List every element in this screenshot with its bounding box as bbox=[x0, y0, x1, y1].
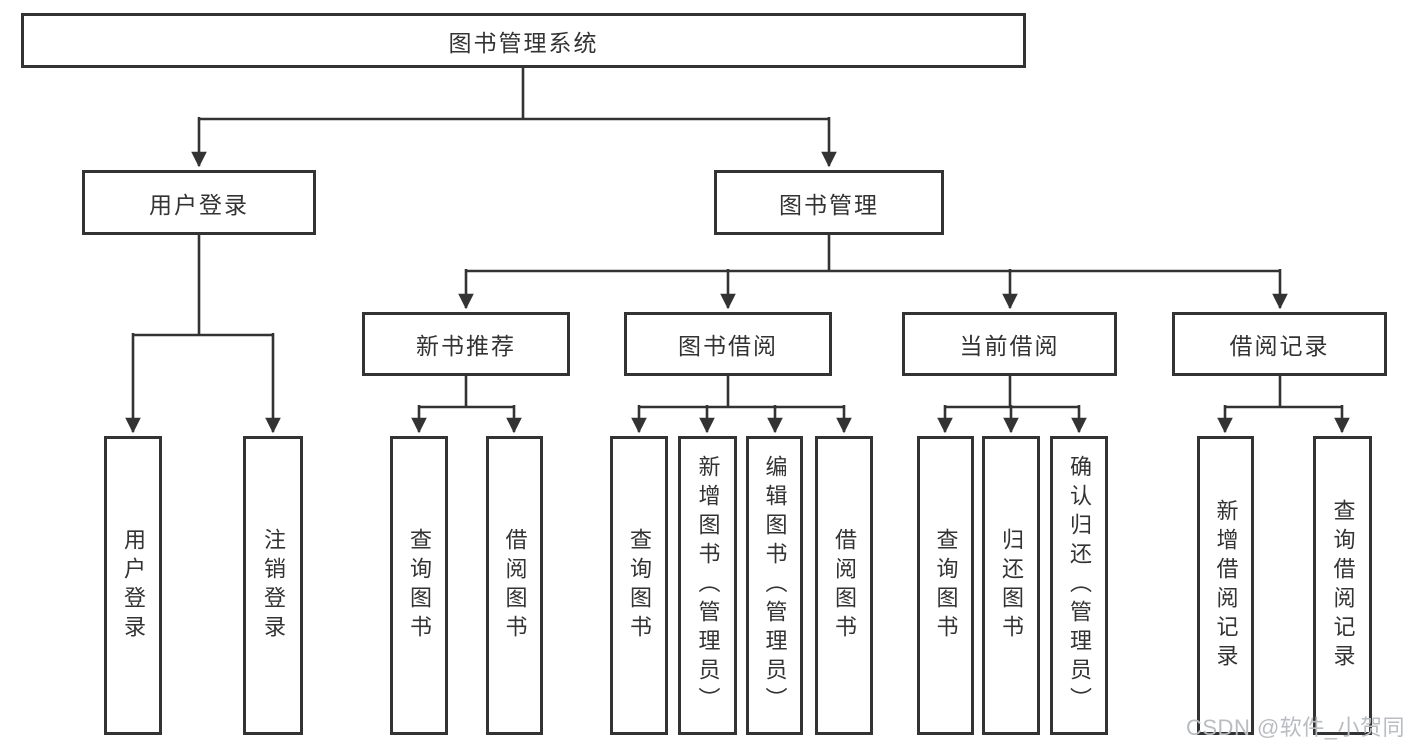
node-label: 新书推荐 bbox=[416, 333, 516, 359]
leaf-logout: 注销登录 bbox=[243, 436, 303, 735]
leaf-label: 新增图书（管理员） bbox=[695, 455, 721, 716]
node-label: 图书借阅 bbox=[678, 333, 778, 359]
leaf-query-borrow-record: 查询借阅记录 bbox=[1313, 436, 1372, 735]
node-library-management-system: 图书管理系统 bbox=[21, 13, 1026, 68]
node-label: 图书管理 bbox=[779, 191, 879, 218]
leaf-confirm-return-admin: 确认归还（管理员） bbox=[1050, 436, 1108, 735]
node-label: 图书管理系统 bbox=[448, 29, 599, 56]
node-book-management: 图书管理 bbox=[714, 170, 944, 235]
leaf-label: 注销登录 bbox=[261, 527, 286, 644]
leaf-edit-book-admin: 编辑图书（管理员） bbox=[746, 436, 803, 735]
leaf-query-books-1: 查询图书 bbox=[390, 436, 448, 735]
leaf-return-books: 归还图书 bbox=[982, 436, 1040, 735]
node-borrowing-records: 借阅记录 bbox=[1172, 312, 1387, 376]
leaf-label: 确认归还（管理员） bbox=[1067, 455, 1092, 716]
leaf-label: 查询图书 bbox=[627, 527, 652, 644]
leaf-borrow-books-2: 借阅图书 bbox=[815, 436, 873, 735]
leaf-label: 查询图书 bbox=[407, 527, 432, 644]
leaf-label: 编辑图书（管理员） bbox=[762, 455, 788, 716]
leaf-label: 借阅图书 bbox=[832, 527, 857, 644]
leaf-label: 查询借阅记录 bbox=[1330, 498, 1356, 673]
leaf-add-borrow-record: 新增借阅记录 bbox=[1197, 436, 1254, 735]
node-user-login: 用户登录 bbox=[82, 170, 316, 235]
leaf-add-book-admin: 新增图书（管理员） bbox=[678, 436, 737, 735]
leaf-label: 归还图书 bbox=[999, 527, 1024, 644]
leaf-query-books-2: 查询图书 bbox=[610, 436, 668, 735]
leaf-borrow-books-1: 借阅图书 bbox=[486, 436, 543, 735]
leaf-label: 新增借阅记录 bbox=[1213, 498, 1239, 673]
node-label: 用户登录 bbox=[149, 191, 249, 218]
node-new-book-recommend: 新书推荐 bbox=[362, 312, 570, 376]
node-label: 借阅记录 bbox=[1229, 333, 1330, 359]
leaf-label: 查询图书 bbox=[933, 527, 959, 644]
leaf-query-books-3: 查询图书 bbox=[917, 436, 974, 735]
node-label: 当前借阅 bbox=[959, 333, 1060, 359]
csdn-watermark: CSDN @软件_小贺同学 bbox=[1186, 715, 1405, 740]
leaf-user-login: 用户登录 bbox=[104, 436, 162, 735]
node-book-borrowing: 图书借阅 bbox=[624, 312, 832, 376]
leaf-label: 用户登录 bbox=[121, 527, 146, 644]
node-current-borrowing: 当前借阅 bbox=[902, 312, 1117, 376]
leaf-label: 借阅图书 bbox=[502, 527, 528, 644]
